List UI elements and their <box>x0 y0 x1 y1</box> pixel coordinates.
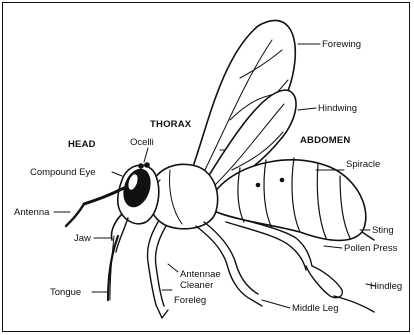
hindleg-label: Hindleg <box>370 282 402 292</box>
foreleg-shape <box>147 222 168 318</box>
middle-leg-label: Middle Leg <box>292 304 338 314</box>
thorax-section-label: THORAX <box>150 120 191 130</box>
sting-label: Sting <box>372 226 394 236</box>
jaw-label: Jaw <box>74 234 91 244</box>
compound-eye-label: Compound Eye <box>30 168 95 178</box>
ocelli-label: Ocelli <box>130 138 154 148</box>
thorax-shape <box>150 164 218 229</box>
spiracle-label: Spiracle <box>346 160 380 170</box>
abdomen-section-label: ABDOMEN <box>300 136 350 146</box>
tongue-label: Tongue <box>50 288 81 298</box>
middle-leg-shape <box>196 222 262 306</box>
antenna-label: Antenna <box>14 208 49 218</box>
foreleg-label: Foreleg <box>174 296 206 306</box>
head-section-label: HEAD <box>68 140 96 150</box>
pollen-press-label: Pollen Press <box>344 244 397 254</box>
hindwing-label: Hindwing <box>318 104 357 114</box>
mouthparts-shape <box>108 214 128 300</box>
antennae-cleaner-label-line1: Antennae <box>180 270 221 280</box>
forewing-label: Forewing <box>322 40 361 50</box>
antenna-shape <box>66 188 124 226</box>
antennae-cleaner-label-line2: Cleaner <box>180 281 213 291</box>
head-shape <box>118 163 159 224</box>
